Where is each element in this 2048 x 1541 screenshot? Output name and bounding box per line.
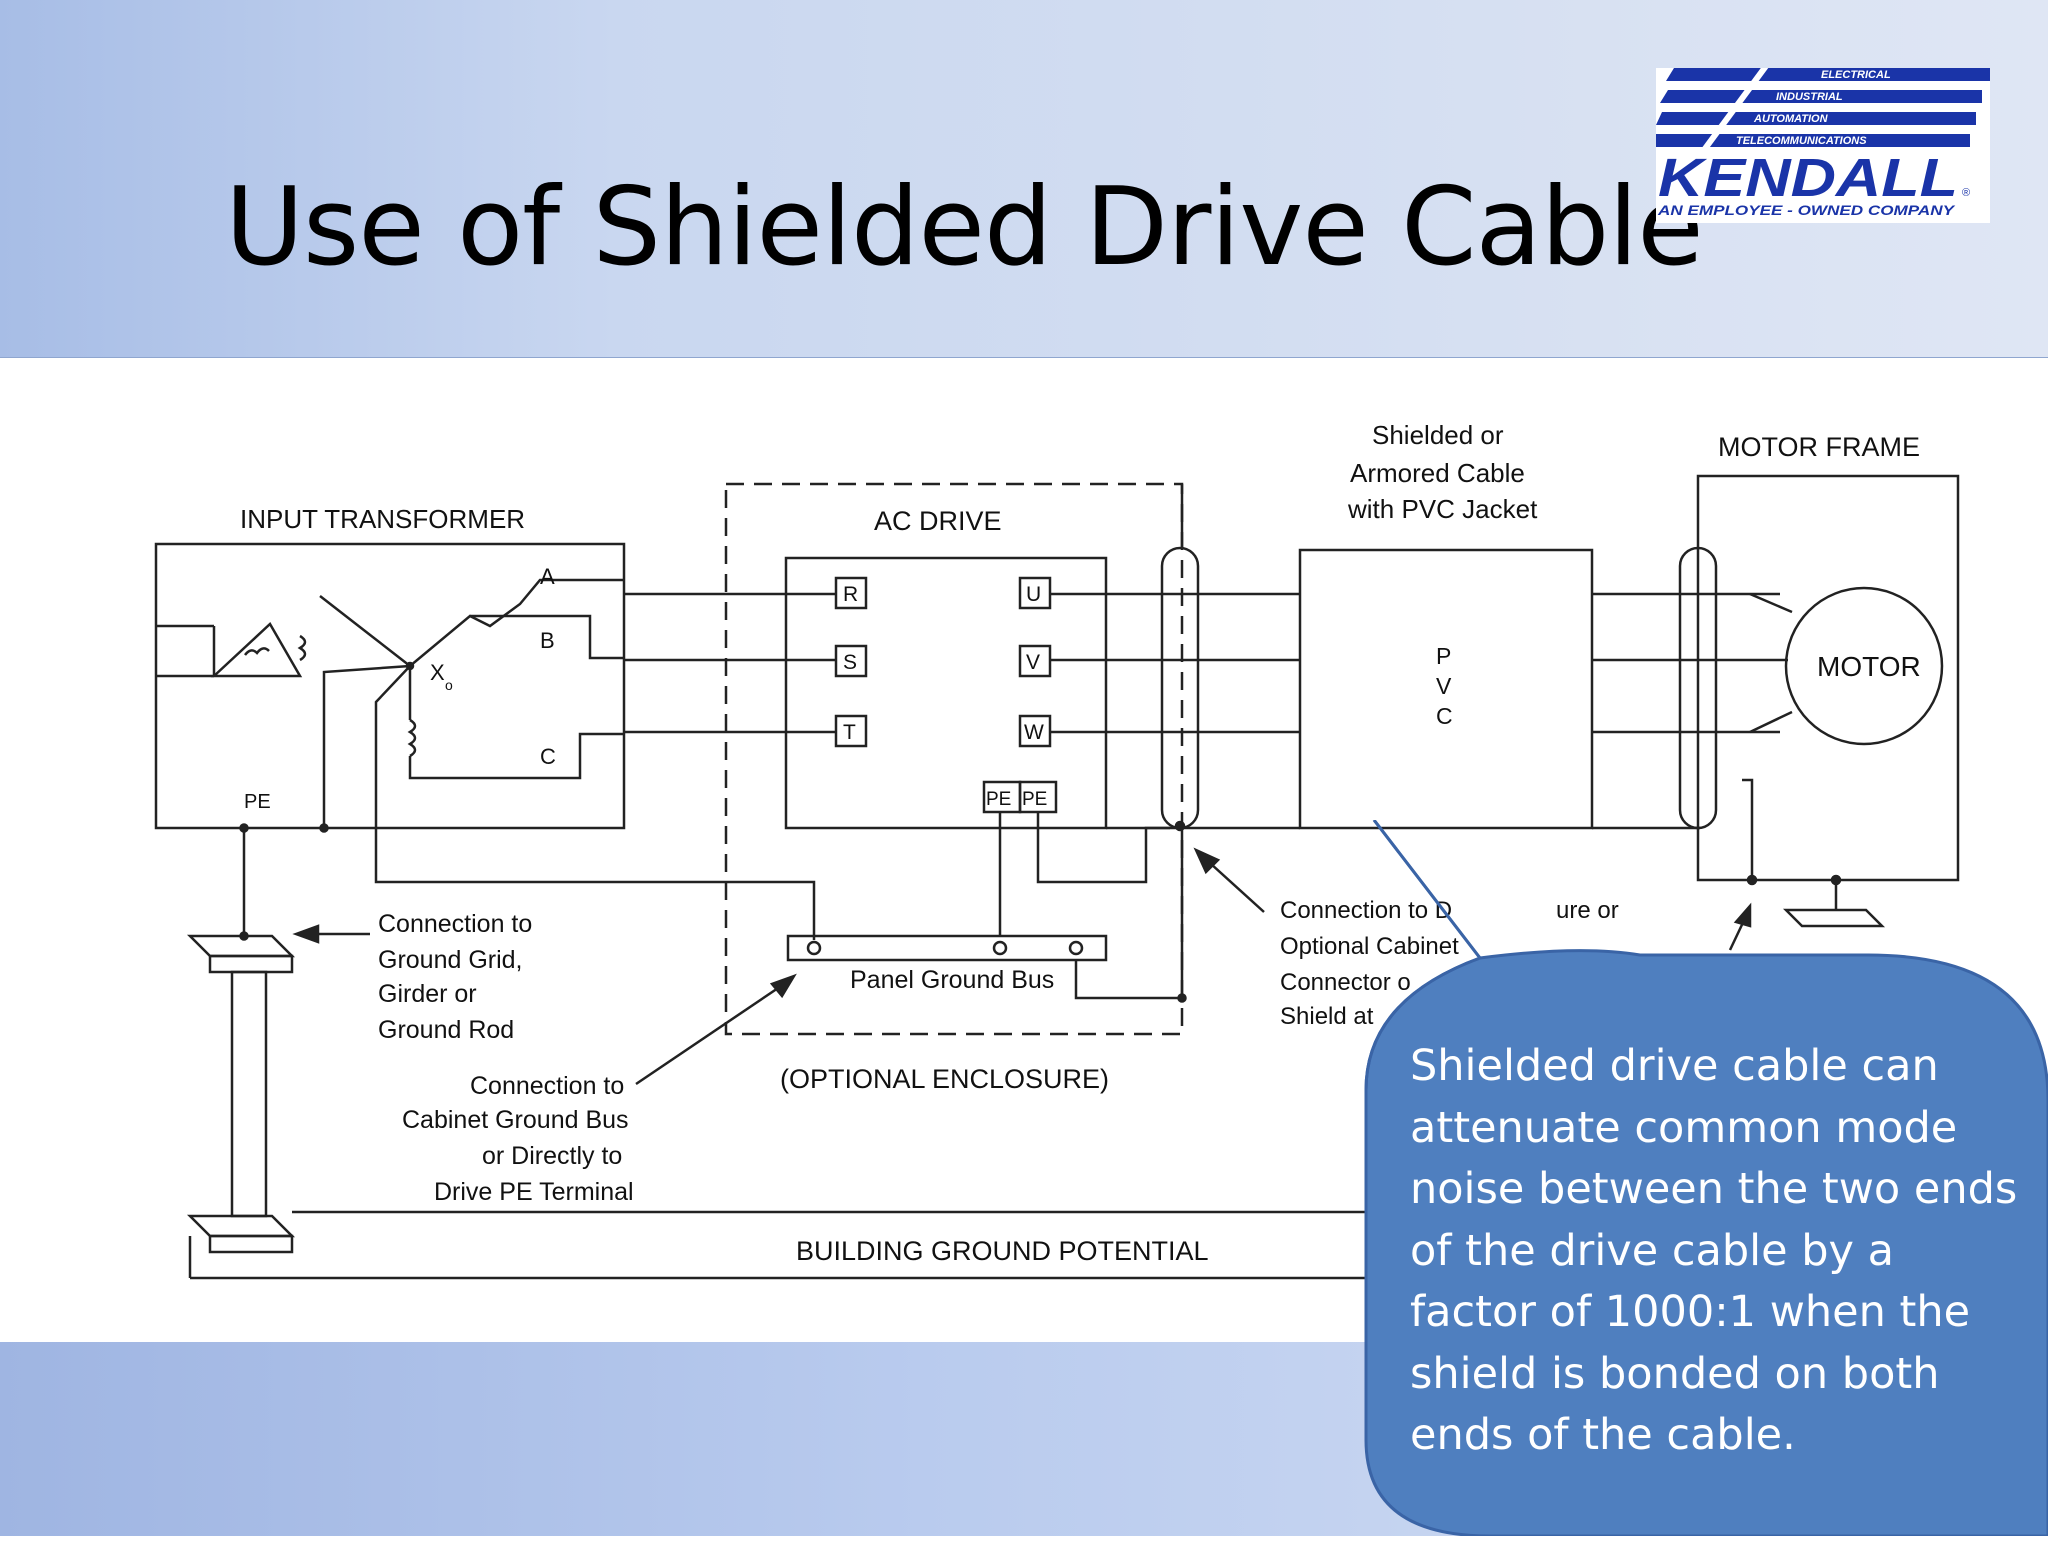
panel-ground-bus-label: Panel Ground Bus: [850, 966, 1054, 994]
ac-drive-box: [784, 556, 1108, 830]
phase-b-label: B: [540, 628, 555, 653]
svg-text:Connection to D: Connection to D: [1280, 897, 1452, 924]
cable-shield-drive-end: [1160, 546, 1200, 830]
callout-line-6: shield is bonded on both: [1410, 1348, 1940, 1399]
svg-text:Cabinet Ground Bus: Cabinet Ground Bus: [402, 1106, 629, 1134]
callout-line-4: of the drive cable by a: [1410, 1225, 1894, 1276]
logo-line-2: INDUSTRIAL: [1776, 91, 1843, 103]
motor-frame-label: MOTOR FRAME: [1718, 432, 1920, 462]
callout-line-3: noise between the two ends: [1410, 1164, 2018, 1214]
svg-text:with PVC Jacket: with PVC Jacket: [1347, 494, 1538, 524]
cabinet-ground-note: Connection to Cabinet Ground Bus or Dire…: [402, 1072, 634, 1206]
slide-title: Use of Shielded Drive Cable: [225, 165, 1704, 290]
pvc-letter-v: V: [1436, 673, 1452, 699]
phase-a-label: A: [540, 564, 555, 589]
svg-text:or Directly to: or Directly to: [482, 1142, 622, 1170]
logo-tagline: AN EMPLOYEE - OWNED COMPANY: [1657, 202, 1956, 218]
svg-text:ure or: ure or: [1556, 897, 1619, 924]
input-transformer-box: [154, 542, 626, 830]
terminal-w: W: [1024, 721, 1044, 744]
svg-text:Connector o: Connector o: [1280, 969, 1411, 996]
terminal-s: S: [843, 651, 857, 674]
svg-text:Optional Cabinet: Optional Cabinet: [1280, 933, 1459, 960]
callout-line-7: ends of the cable.: [1410, 1410, 1796, 1460]
terminal-t: T: [843, 721, 856, 744]
svg-text:Ground Rod: Ground Rod: [378, 1016, 514, 1044]
pvc-letter-p: P: [1436, 643, 1451, 669]
motor-label: MOTOR: [1817, 651, 1921, 682]
motor-frame: [1696, 474, 1960, 882]
callout-line-5: factor of 1000:1 when the: [1410, 1287, 1971, 1337]
logo-registered: ®: [1962, 187, 1970, 199]
svg-text:Ground Grid,: Ground Grid,: [378, 946, 523, 974]
pvc-letter-c: C: [1436, 703, 1453, 729]
neutral-label: X: [430, 660, 445, 685]
delta-winding: [210, 622, 303, 678]
svg-text:Girder or: Girder or: [378, 980, 477, 1008]
svg-text:Drive PE Terminal: Drive PE Terminal: [434, 1178, 634, 1206]
svg-text:Connection to: Connection to: [378, 910, 532, 938]
pe-label-transformer: PE: [244, 791, 271, 813]
ac-drive-label: AC DRIVE: [874, 506, 1002, 536]
svg-text:Shielded or: Shielded or: [1372, 420, 1504, 450]
neutral-subscript: o: [445, 677, 453, 693]
cable-label: Shielded or Armored Cable with PVC Jacke…: [1347, 420, 1538, 524]
ground-grid-note: Connection to Ground Grid, Girder or Gro…: [378, 910, 532, 1044]
svg-text:Armored Cable: Armored Cable: [1350, 458, 1525, 488]
svg-text:Connection to: Connection to: [470, 1072, 624, 1100]
wiring-diagram: INPUT TRANSFORMER A B C X o PE: [0, 380, 2048, 1342]
phase-c-label: C: [540, 744, 556, 769]
logo-line-1: ELECTRICAL: [1821, 69, 1891, 81]
pvc-jacket: [1298, 548, 1594, 830]
building-ground-label: BUILDING GROUND POTENTIAL: [796, 1236, 1209, 1266]
logo-line-4: TELECOMMUNICATIONS: [1736, 135, 1867, 147]
callout-line-1: Shielded drive cable can: [1410, 1041, 1939, 1091]
terminal-r: R: [843, 583, 858, 606]
svg-text:Shield at: Shield at: [1280, 1003, 1374, 1030]
callout-bubble: [1360, 819, 2048, 1538]
input-transformer-label: INPUT TRANSFORMER: [240, 504, 525, 534]
logo-line-3: AUTOMATION: [1753, 113, 1829, 125]
callout-text: Shielded drive cable can attenuate commo…: [1410, 1036, 2030, 1467]
panel-ground-bus: [786, 934, 1108, 962]
shield-connection-note: Connection to D Optional Cabinet Connect…: [1280, 897, 1619, 1030]
callout-line-2: attenuate common mode: [1410, 1102, 1958, 1153]
terminal-pe-1: PE: [986, 789, 1011, 810]
terminal-u: U: [1026, 583, 1041, 606]
optional-enclosure-label: (OPTIONAL ENCLOSURE): [780, 1064, 1109, 1094]
motor: [1784, 586, 1944, 746]
optional-enclosure: [724, 482, 1184, 1036]
logo-brand: KENDALL: [1658, 148, 1958, 208]
terminal-pe-2: PE: [1022, 789, 1047, 810]
kendall-logo: ELECTRICAL INDUSTRIAL AUTOMATION TELECOM…: [1656, 68, 1990, 223]
terminal-v: V: [1026, 651, 1040, 674]
